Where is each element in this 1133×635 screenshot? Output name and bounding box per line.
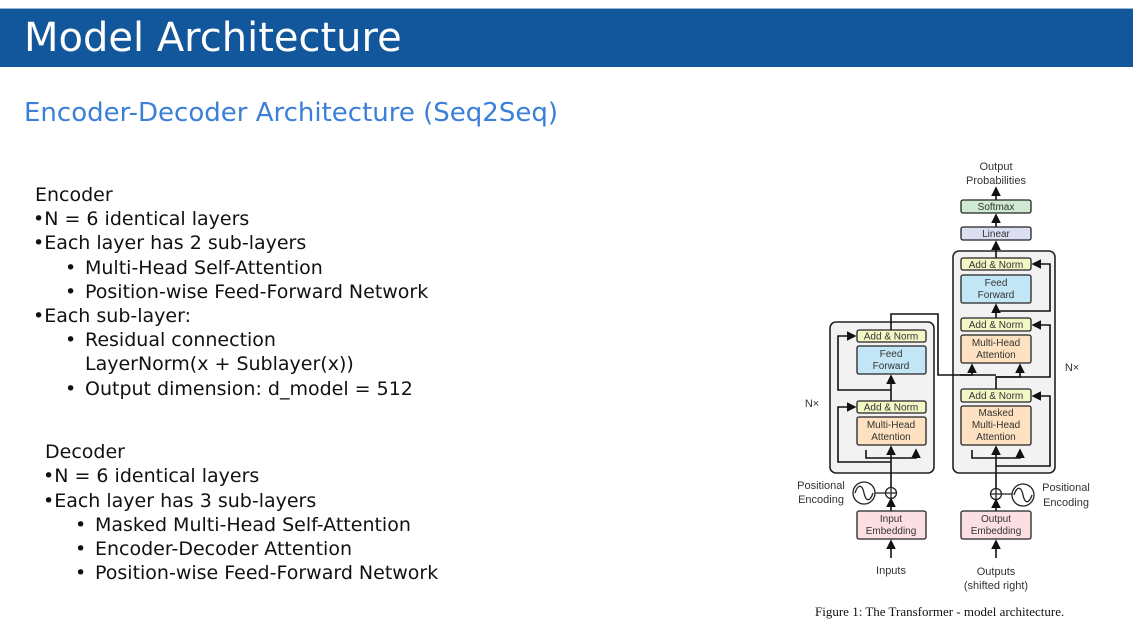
label: Output [979, 161, 1012, 173]
decoder-item: •N = 6 identical layers [43, 465, 260, 487]
linear-layer [960, 226, 1032, 241]
decoder-add-norm [960, 388, 1032, 403]
label: Add & Norm [864, 403, 918, 414]
label: Forward [978, 290, 1015, 301]
encoder-sublayer: Multi-Head Self-Attention [65, 256, 323, 280]
label: Attention [976, 432, 1015, 443]
label: Embedding [866, 526, 917, 537]
slide-subtitle: Encoder-Decoder Architecture (Seq2Seq) [24, 98, 558, 128]
label: Forward [873, 361, 910, 372]
encoder-item: •Each sub-layer: [33, 305, 191, 327]
sublayer-detail: Output dimension: d_model = 512 [65, 377, 413, 401]
input-embedding [856, 510, 927, 540]
decoder-sublayer: Position-wise Feed-Forward Network [75, 561, 438, 585]
top-border [0, 0, 1133, 9]
label: Feed [880, 349, 903, 360]
label: Positional [797, 480, 845, 492]
label: Multi-Head [972, 420, 1020, 431]
encoder-add-norm [856, 400, 927, 414]
nx-label: N× [1065, 362, 1079, 374]
encoder-feed-forward [856, 345, 927, 375]
label: Add & Norm [969, 391, 1023, 402]
encoder-heading: Encoder [35, 184, 113, 206]
label: Multi-Head [972, 338, 1020, 349]
label: Positional [1042, 482, 1090, 494]
sublayer-detail: LayerNorm(x + Sublayer(x)) [85, 353, 354, 375]
label: Probabilities [966, 175, 1026, 187]
label: (shifted right) [964, 580, 1028, 592]
header-bar: Model Architecture [0, 9, 1133, 67]
nx-label: N× [805, 398, 819, 410]
sine-wave-icon [1011, 483, 1035, 507]
label: Linear [982, 229, 1010, 240]
sublayer-detail: Residual connection [65, 328, 276, 352]
label: Multi-Head [867, 420, 915, 431]
label: Feed [985, 278, 1008, 289]
decoder-sublayer: Encoder-Decoder Attention [75, 537, 352, 561]
decoder-masked-attention [960, 405, 1032, 446]
decoder-add-norm [960, 257, 1032, 271]
softmax-layer [960, 199, 1032, 214]
encoder-add-norm [856, 329, 927, 343]
label: Encoding [798, 494, 844, 506]
decoder-item: •Each layer has 3 sub-layers [43, 490, 317, 512]
label: Outputs [977, 566, 1016, 578]
label: Add & Norm [969, 320, 1023, 331]
label: Encoding [1043, 497, 1089, 509]
label: Attention [871, 432, 910, 443]
label: Add & Norm [864, 332, 918, 343]
label: Softmax [978, 202, 1015, 213]
add-icon [884, 486, 898, 500]
add-icon [989, 487, 1003, 501]
output-embedding [960, 510, 1032, 540]
encoder-multi-head-attention [856, 416, 927, 446]
figure-caption: Figure 1: The Transformer - model archit… [815, 604, 1065, 619]
encoder-block [829, 321, 935, 474]
label: Attention [976, 350, 1015, 361]
decoder-sublayer: Masked Multi-Head Self-Attention [75, 513, 411, 537]
sine-wave-icon [852, 481, 876, 505]
encoder-sublayer: Position-wise Feed-Forward Network [65, 280, 428, 304]
label: Embedding [971, 526, 1022, 537]
decoder-heading: Decoder [45, 441, 125, 463]
label: Add & Norm [969, 260, 1023, 271]
decoder-feed-forward [960, 274, 1032, 304]
label: Output [981, 514, 1011, 525]
decoder-multi-head-attention [960, 334, 1032, 364]
label: Masked [978, 408, 1013, 419]
encoder-item: •N = 6 identical layers [33, 208, 250, 230]
label: Inputs [876, 565, 906, 577]
label: Input [880, 514, 902, 525]
encoder-item: •Each layer has 2 sub-layers [33, 232, 307, 254]
decoder-add-norm [960, 317, 1032, 332]
slide-title: Model Architecture [24, 15, 402, 61]
